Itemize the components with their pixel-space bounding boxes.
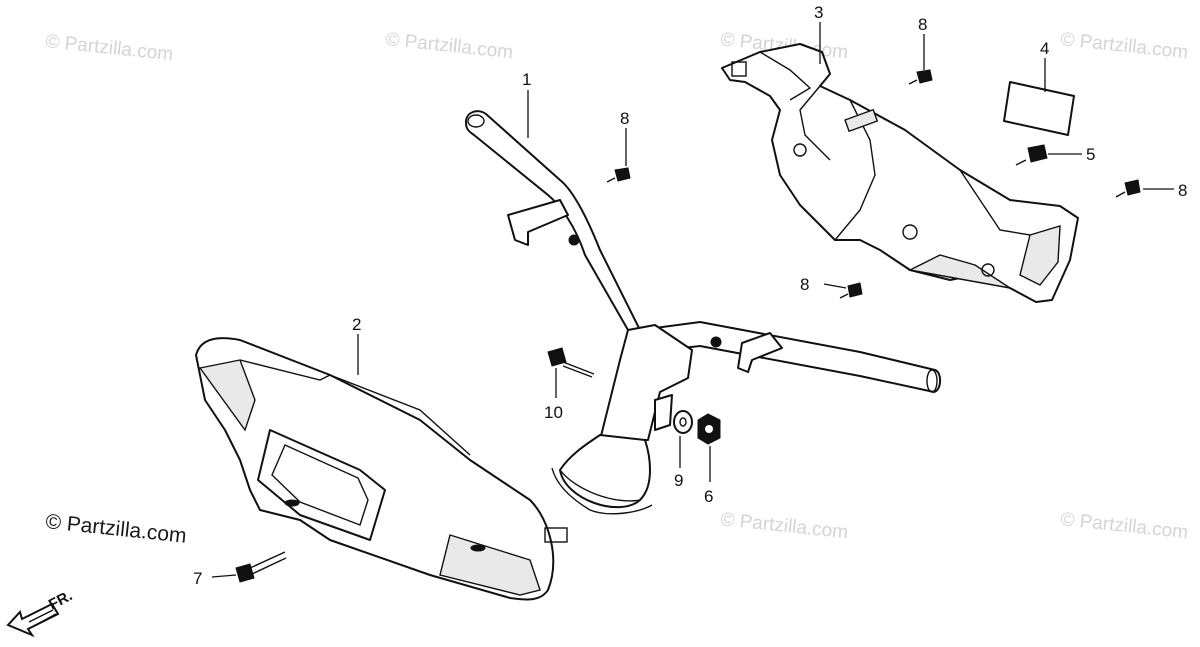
washer-icon[interactable]: [673, 410, 693, 434]
bolt-icon[interactable]: [547, 347, 595, 378]
callout-1: 1: [522, 70, 531, 89]
watermark-top-left: © Partzilla.com: [44, 31, 174, 65]
watermark-prominent: © Partzilla.com: [44, 510, 187, 548]
callout-8-top: 8: [918, 15, 927, 34]
callout-9: 9: [674, 471, 683, 490]
tapping-screw-icon[interactable]: [839, 282, 863, 299]
bolt-icon[interactable]: [235, 551, 287, 583]
handlebar-icon[interactable]: [465, 110, 942, 515]
tapping-screw-icon[interactable]: [1115, 179, 1141, 198]
callout-6: 6: [704, 487, 713, 506]
callout-3: 3: [814, 3, 823, 22]
watermark-top-center: © Partzilla.com: [384, 29, 514, 63]
callout-10: 10: [544, 403, 563, 422]
leader-lines: [211, 22, 1174, 578]
callout-8-center: 8: [620, 109, 629, 128]
watermark-bottom-right: © Partzilla.com: [1059, 509, 1189, 543]
screw-icon[interactable]: [1015, 144, 1048, 166]
callout-8-lower: 8: [800, 275, 809, 294]
watermark-top-right: © Partzilla.com: [1059, 29, 1189, 63]
nut-icon[interactable]: [697, 413, 721, 445]
front-handlebar-cover-icon[interactable]: [195, 337, 568, 601]
tapping-screw-icon[interactable]: [606, 167, 631, 183]
callout-4: 4: [1040, 39, 1049, 58]
callout-7: 7: [193, 569, 202, 588]
label-plate-icon[interactable]: [1003, 81, 1075, 136]
rear-handlebar-cover-icon[interactable]: [721, 43, 1079, 303]
callout-5: 5: [1086, 145, 1095, 164]
watermark-bottom-center-right: © Partzilla.com: [719, 509, 849, 543]
tapping-screw-icon[interactable]: [908, 69, 933, 85]
callout-2: 2: [352, 315, 361, 334]
front-direction-indicator: FR.: [6, 587, 75, 638]
callout-8-right: 8: [1178, 181, 1187, 200]
callout-labels: 1 2 3 4 5 6 7 8 8 8 8 9 10: [193, 3, 1187, 588]
